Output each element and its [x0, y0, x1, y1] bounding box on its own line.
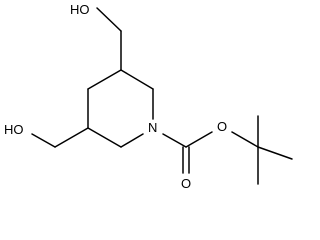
- carbonyl-oxygen-label: O: [181, 176, 191, 191]
- bond-n1-carbonyl: [162, 133, 187, 148]
- bond-tbu-methyl-right: [257, 146, 293, 160]
- bond-c4-c5: [87, 69, 122, 90]
- molecule-structure: HO HO N O O: [4, 2, 293, 191]
- bond-ester-o-tbu: [231, 131, 259, 148]
- left-hydroxyl-label: HO: [4, 122, 24, 137]
- top-hydroxyl-label: HO: [70, 2, 90, 17]
- bond-carbonyl-ester-o: [185, 131, 213, 148]
- bond-c3-ch2: [54, 127, 89, 148]
- ester-oxygen-label: O: [217, 119, 227, 134]
- bond-n1-c2: [120, 133, 144, 148]
- bond-c2-c3: [87, 127, 122, 148]
- bond-c5-c6: [120, 69, 154, 90]
- bond-ch2-left-oh: [31, 133, 56, 148]
- ring-nitrogen-label: N: [148, 120, 157, 135]
- bond-top-oh-ch2: [96, 7, 122, 32]
